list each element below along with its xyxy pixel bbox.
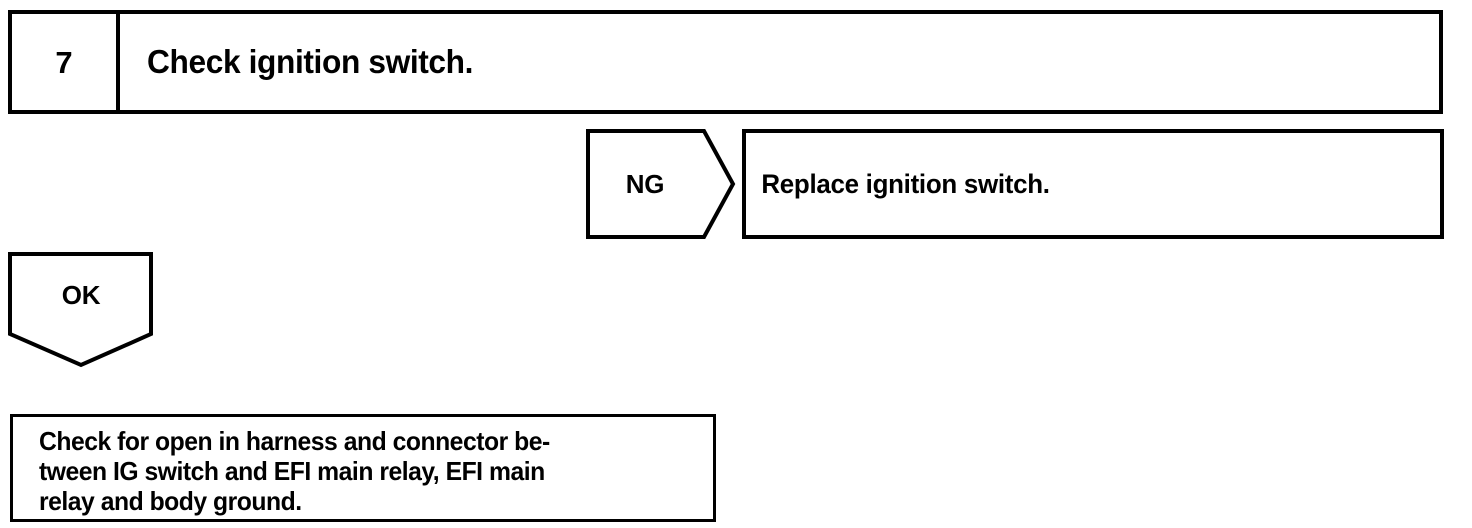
final-instruction-line-1: Check for open in harness and connector …: [39, 426, 550, 456]
ok-branch-label-wrap: OK: [8, 252, 154, 338]
step-row-7: 7 Check ignition switch.: [8, 10, 1443, 114]
ok-branch-label: OK: [61, 279, 101, 310]
step-number-cell: 7: [12, 14, 120, 110]
ok-branch-arrow-shape: [8, 252, 154, 368]
replace-action-text: Replace ignition switch.: [761, 168, 1050, 199]
final-instruction-text: Check for open in harness and connector …: [39, 426, 666, 516]
step-instruction-cell: Check ignition switch.: [124, 14, 1439, 110]
step-instruction-text: Check ignition switch.: [147, 43, 474, 80]
replace-action-box: Replace ignition switch.: [742, 129, 1444, 239]
step-number: 7: [55, 44, 73, 80]
final-instruction-line-3: relay and body ground.: [39, 486, 302, 516]
ng-branch-label-wrap: NG: [586, 129, 704, 239]
ng-branch-label: NG: [625, 168, 665, 199]
ng-branch-arrow-shape: [586, 129, 736, 239]
final-instruction-box: Check for open in harness and connector …: [10, 414, 716, 522]
final-instruction-line-2: tween IG switch and EFI main relay, EFI …: [39, 456, 545, 486]
